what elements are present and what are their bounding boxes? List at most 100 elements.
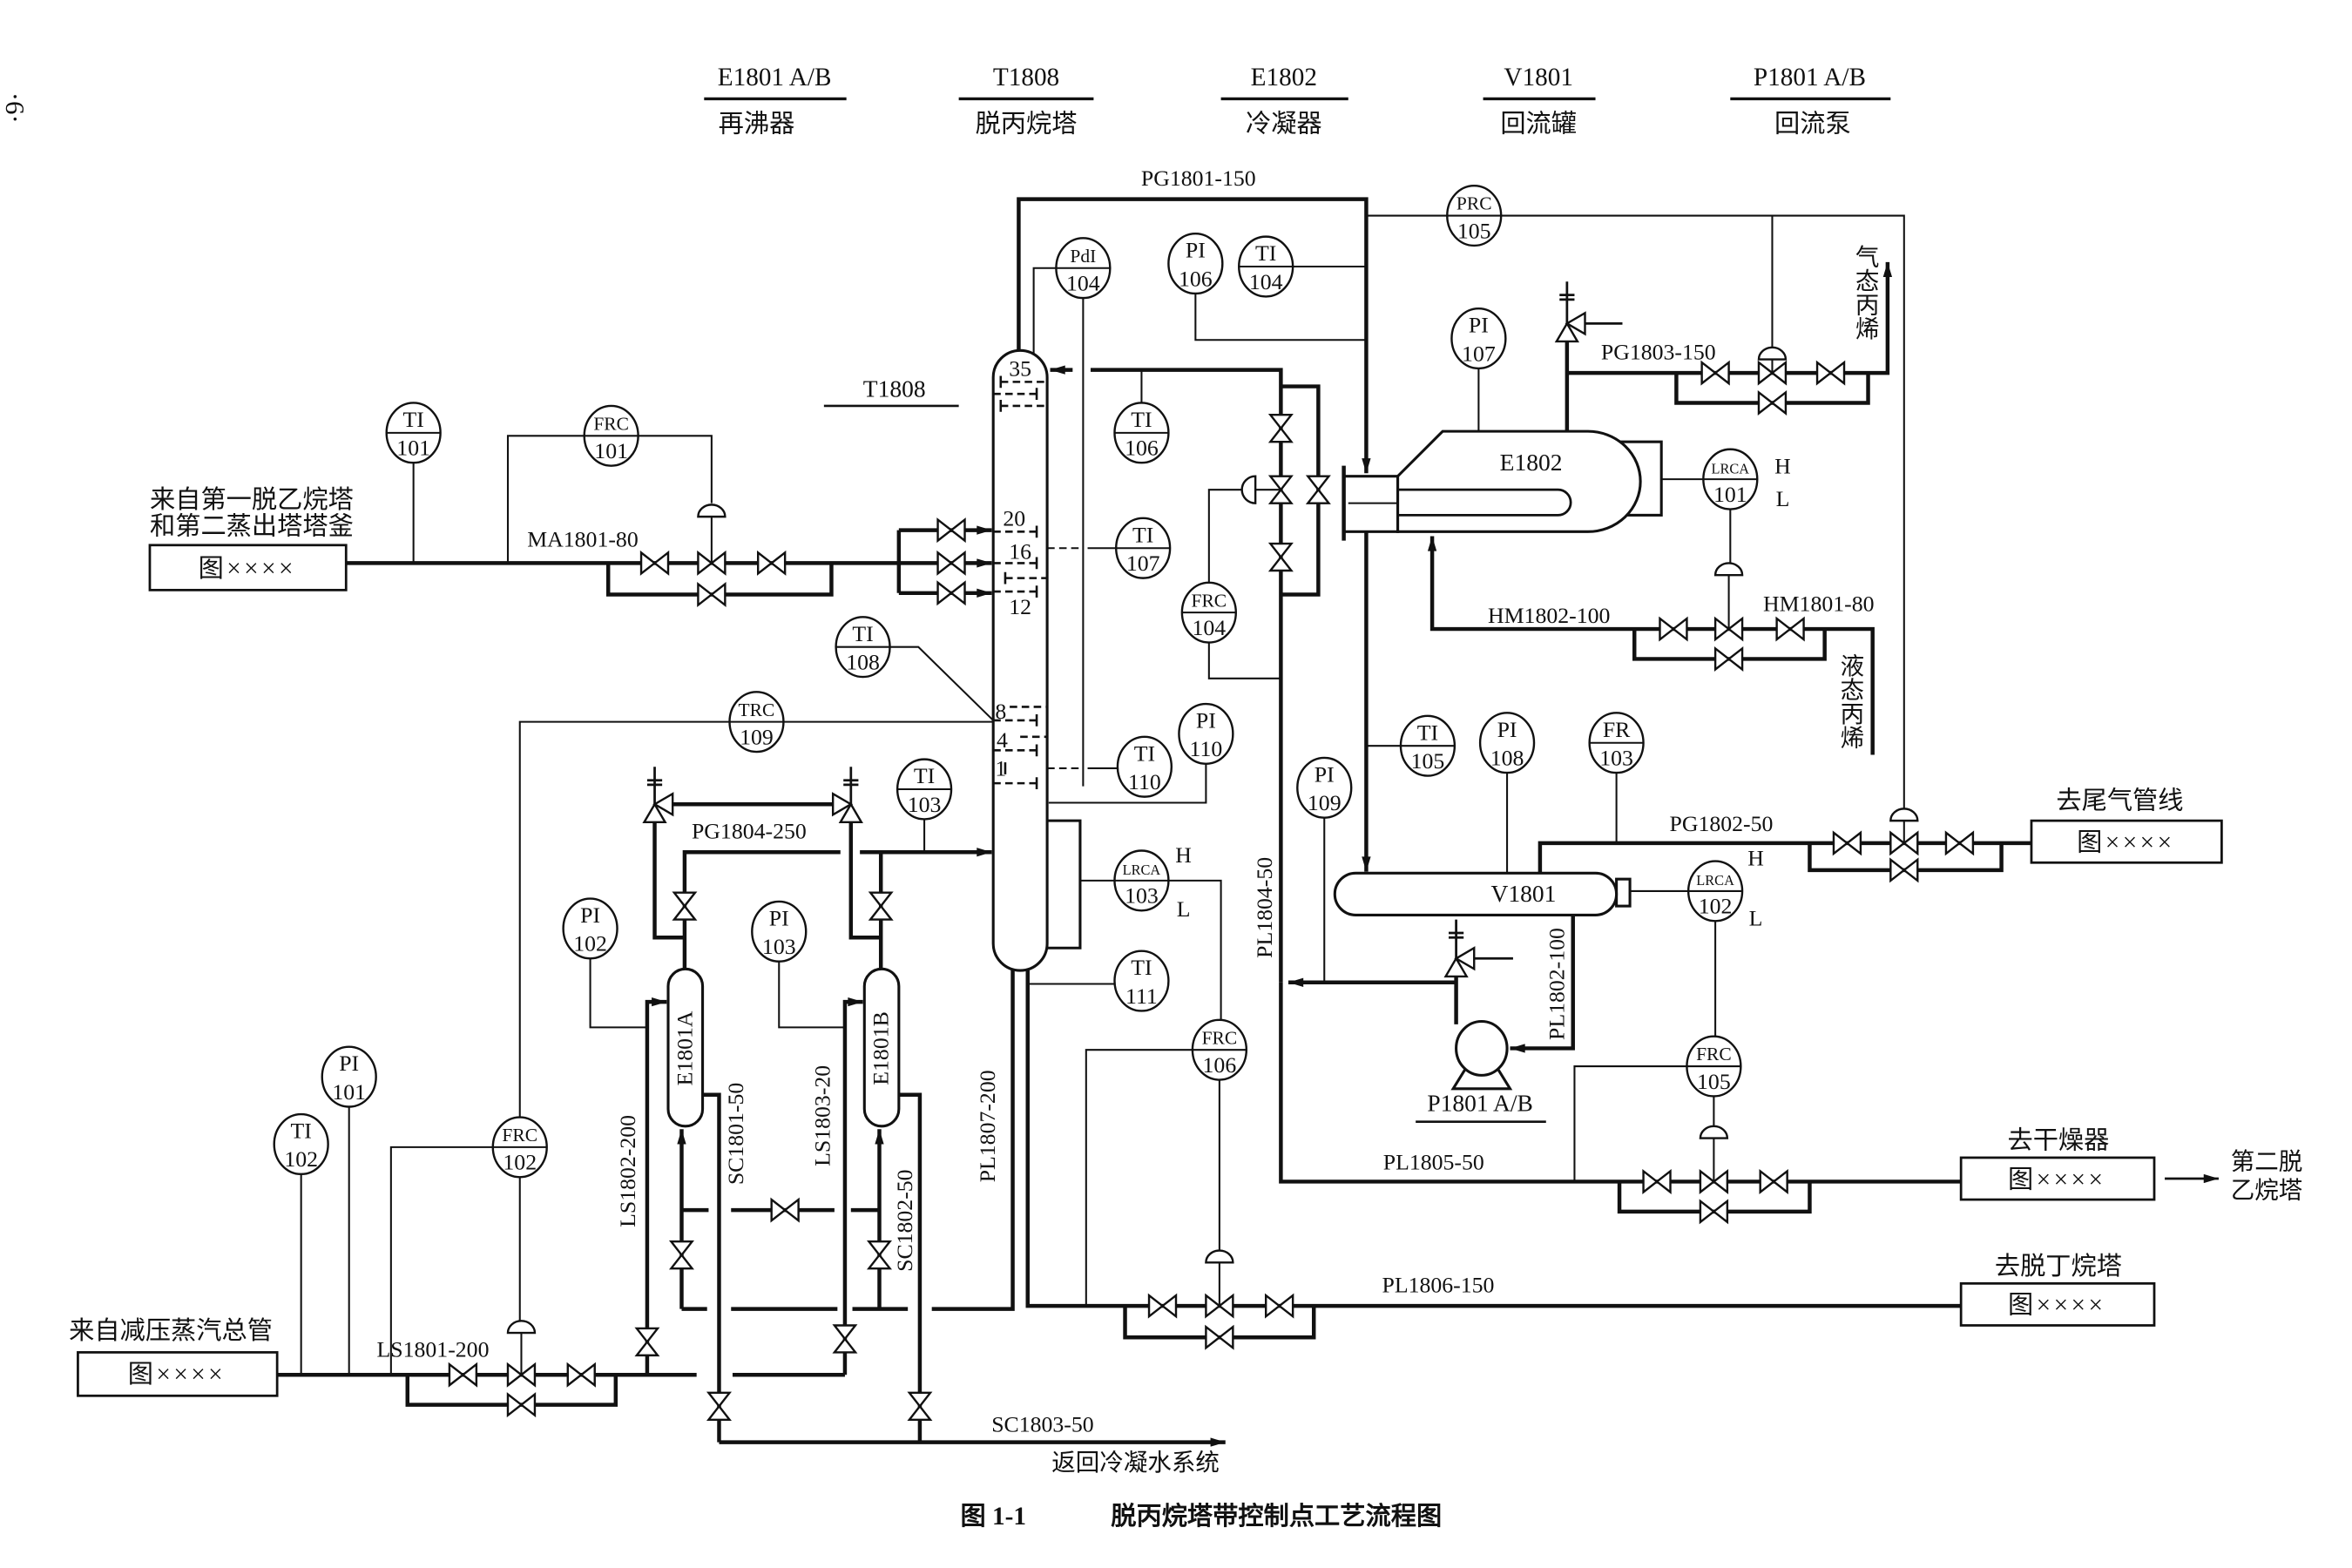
gate-valve-icon — [1775, 616, 1805, 642]
line-number: PG1803-150 — [1601, 340, 1716, 365]
instrument-tag-number: 106 — [1179, 266, 1213, 291]
signal-frc106 — [1085, 1049, 1220, 1307]
instrument-function: PI — [1497, 717, 1517, 742]
gate-valve-icon — [1305, 475, 1331, 504]
drum-tag-label: V1801 — [1491, 880, 1557, 907]
signal-trc109 — [518, 720, 994, 1118]
signal-prc105 — [1366, 214, 1905, 809]
instrument-tag-number: 107 — [1126, 551, 1160, 576]
instrument-ti-106: TI 106 — [1113, 402, 1170, 464]
connector-dryer: 去干燥器 图×××× 第二脱 乙烷塔 — [1959, 1126, 2302, 1203]
reboiler-a-vapor — [682, 849, 841, 970]
low-alarm-mark: L — [1749, 905, 1763, 930]
valves — [448, 360, 1975, 1422]
instrument-function: FRC — [1202, 1027, 1238, 1048]
instrument-tag-number: 104 — [1066, 271, 1100, 296]
signal-pdi104-top — [1032, 267, 1057, 355]
instrument-function: LRCA — [1712, 460, 1750, 476]
legend-item-reflux-pump: P1801 A/B 回流泵 — [1730, 64, 1891, 138]
line-number: PL1807-200 — [975, 1070, 1000, 1182]
gate-valve-icon — [639, 550, 670, 576]
legend-name: 回流罐 — [1500, 109, 1577, 138]
instrument-tag-number: 104 — [1249, 269, 1283, 294]
instrument-tag-number: 110 — [1128, 769, 1161, 794]
relief-outlet-triangle — [831, 792, 854, 817]
instrument-tag-number: 109 — [740, 724, 774, 749]
signal-lrca103 — [1079, 879, 1222, 1020]
tray-ticks — [999, 375, 1038, 790]
tray-number: 4 — [997, 727, 1008, 753]
gate-valve-icon — [907, 1391, 933, 1422]
column-t1808 — [991, 348, 1082, 972]
instrument-function: TI — [1131, 955, 1152, 980]
gate-valve-icon — [634, 1327, 660, 1357]
instrument-function: TI — [1131, 407, 1152, 432]
signal-lrca101 — [1661, 478, 1732, 564]
equipment-legend: E1801 A/B 再沸器 T1808 脱丙烷塔 E1802 冷凝器 V1801… — [704, 64, 1891, 138]
instrument-tag-number: 108 — [846, 649, 880, 674]
high-alarm-mark: H — [1747, 846, 1764, 871]
instrument-tag-number: 106 — [1125, 436, 1159, 461]
line-number: PL1802-100 — [1544, 928, 1569, 1040]
off-page-connectors: 来自第一脱乙烷塔 和第二蒸出塔塔釜 图×××× 来自减压蒸汽总管 图×××× 去… — [69, 485, 2302, 1397]
column-tag-label: T1808 — [863, 375, 926, 402]
diaphragm-actuator-icon — [506, 1320, 537, 1335]
instrument-tag-number: 109 — [1308, 790, 1342, 815]
signal-pi110 — [1048, 763, 1207, 804]
line-number: LS1802-200 — [615, 1115, 640, 1227]
safety-relief-valve-icon — [831, 792, 863, 824]
instrument-tag-number: 108 — [1490, 746, 1524, 771]
instrument-function: FR — [1603, 717, 1631, 742]
legend-item-column: T1808 脱丙烷塔 — [958, 64, 1094, 138]
signal-ti108 — [889, 645, 994, 721]
instrument-function: FRC — [1696, 1044, 1732, 1064]
legend-tag: V1801 — [1504, 64, 1573, 91]
figure-title: 脱丙烷塔带控制点工艺流程图 — [1111, 1502, 1442, 1531]
gate-valve-icon — [1205, 1324, 1234, 1350]
steam-to-reboiler-a — [645, 997, 667, 1375]
line-number: SC1803-50 — [991, 1412, 1093, 1437]
page-number: ·6· — [0, 92, 30, 124]
tail-gas-line — [1538, 841, 2031, 874]
instrument-tag-number: 102 — [573, 931, 607, 956]
line-number: PL1806-150 — [1382, 1273, 1494, 1298]
instrument-bubble-icon — [1116, 735, 1173, 798]
pump-tag-label: P1801 A/B — [1427, 1090, 1533, 1117]
stream-label-liquid-propylene: 液态丙烯 — [1836, 653, 1863, 749]
reboiler-a-tag-label: E1801A — [672, 1010, 697, 1085]
gate-valve-icon — [1267, 414, 1294, 443]
instrument-function: PdI — [1070, 246, 1096, 267]
signal-pi106 — [1194, 293, 1367, 341]
gate-valve-icon — [1700, 360, 1730, 386]
signal-frc104 — [1207, 489, 1281, 679]
connector-box — [1959, 1156, 2156, 1201]
instruments: TI101FRC101PdI104PI106TI104PRC105PI107TI… — [273, 184, 1759, 1179]
signal-frc102 — [389, 1146, 521, 1375]
instrument-function: FRC — [502, 1125, 537, 1146]
tray-number: 8 — [995, 699, 1006, 724]
connector-box — [1959, 1281, 2156, 1327]
connector-label: 来自第一脱乙烷塔 — [150, 485, 354, 514]
gate-valve-icon — [506, 1392, 537, 1418]
connector-label: 和第二蒸出塔塔釜 — [150, 512, 354, 541]
instrument-tag-number: 105 — [1457, 218, 1491, 243]
tray-number: 35 — [1009, 356, 1031, 382]
instrument-function: TI — [1255, 240, 1276, 266]
legend-name: 冷凝器 — [1246, 109, 1322, 138]
legend-name: 再沸器 — [719, 109, 795, 138]
gate-valve-icon — [668, 1240, 694, 1270]
